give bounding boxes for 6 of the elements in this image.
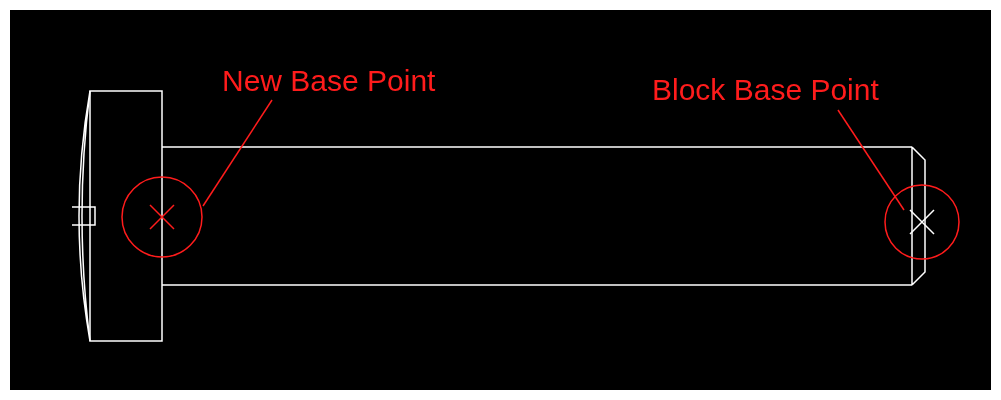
base-point-marker <box>121 176 203 258</box>
callout-label: New Base Point <box>222 64 436 98</box>
leader-line <box>202 99 273 207</box>
callout-label: Block Base Point <box>652 73 879 107</box>
leader-line <box>837 109 905 211</box>
base-point-marker <box>884 184 960 260</box>
